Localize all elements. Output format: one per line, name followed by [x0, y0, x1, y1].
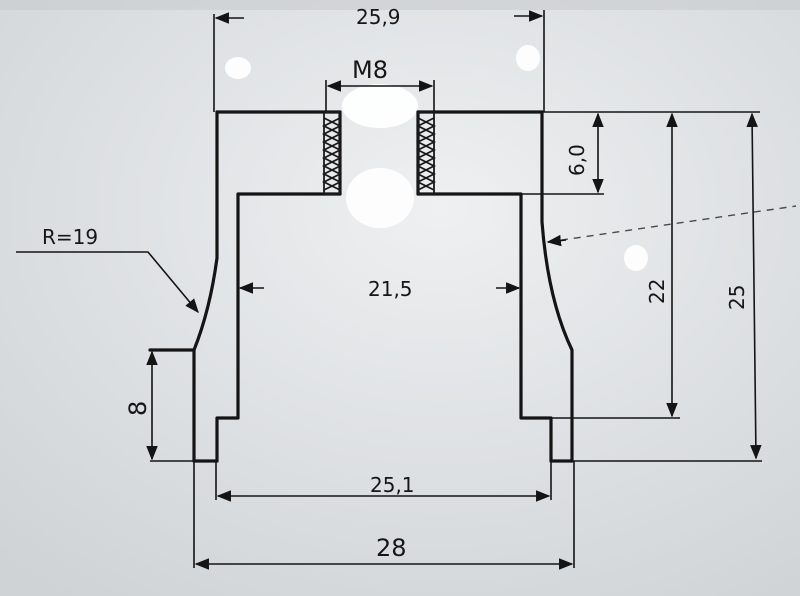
dashed-leader [547, 205, 797, 243]
radius-leader [16, 251, 199, 314]
extension-lines [150, 10, 762, 568]
paper-shadow-top [0, 0, 800, 10]
outer-right-wall [540, 110, 574, 463]
dim-total-height [746, 112, 762, 460]
label-shoulder-height: 8 [124, 401, 152, 416]
label-lower-inner-diameter: 25,1 [370, 473, 415, 497]
label-thread-depth: 6,0 [565, 144, 589, 176]
thread-hatch-left [321, 111, 343, 195]
outer-left-wall [192, 110, 219, 463]
label-outer-diameter: 28 [376, 534, 407, 562]
label-radius: R=19 [42, 225, 98, 249]
label-top-width: 25,9 [356, 5, 401, 29]
whiteout-marks [225, 45, 648, 271]
label-total-height: 25 [725, 285, 749, 310]
thread-hatch-right [415, 111, 437, 195]
inner-top-left [215, 192, 342, 463]
label-thread: M8 [352, 56, 388, 84]
label-inner-diameter: 21,5 [368, 277, 413, 301]
inner-top-right [416, 192, 553, 463]
dimension-lines [16, 10, 762, 570]
label-inner-height: 22 [645, 279, 669, 304]
dashed-leader-arrow [546, 234, 567, 247]
